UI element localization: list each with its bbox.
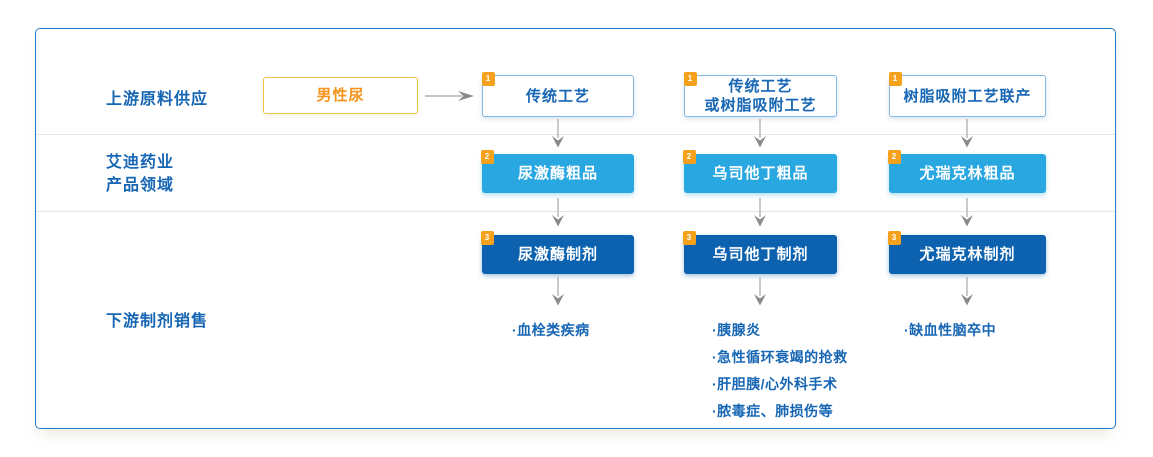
crude-label: 尤瑞克林粗品 — [919, 165, 1016, 182]
indication-item: ·肝胆胰/心外科手术 — [712, 376, 838, 392]
formulation-label: 尿激酶制剂 — [517, 246, 598, 263]
indications-urokinase: ·血栓类疾病 — [512, 317, 590, 344]
step-badge-2: 2 — [481, 150, 494, 164]
down-arrow-icon — [961, 198, 973, 227]
step-badge-3: 3 — [683, 231, 696, 245]
down-arrow-icon — [961, 277, 973, 306]
formulation-box-ulinastatin: 3 乌司他丁制剂 — [683, 231, 837, 274]
crude-label: 尿激酶粗品 — [517, 165, 598, 182]
crude-box-kallidinogenase: 2 尤瑞克林粗品 — [888, 150, 1046, 193]
indications-ulinastatin: ·胰腺炎 ·急性循环衰竭的抢救 ·肝胆胰/心外科手术 ·脓毒症、肺损伤等 — [712, 317, 848, 425]
source-label: 男性尿 — [316, 87, 365, 104]
down-arrow-icon — [552, 277, 564, 306]
step-badge-2: 2 — [888, 150, 901, 164]
step-badge-3: 3 — [481, 231, 494, 245]
value-chain-frame: 上游原料供应 艾迪药业 产品领域 下游制剂销售 男性尿 1 传统工艺 2 尿激酶… — [35, 28, 1116, 429]
process-label: 传统工艺 — [728, 78, 793, 95]
row-label-upstream: 上游原料供应 — [106, 91, 209, 108]
down-arrow-icon — [961, 119, 973, 148]
process-box-kallidinogenase: 1 树脂吸附工艺联产 — [889, 72, 1046, 117]
formulation-label: 尤瑞克林制剂 — [919, 246, 1016, 263]
process-label-line2: 或树脂吸附工艺 — [704, 97, 817, 114]
crude-box-ulinastatin: 2 乌司他丁粗品 — [683, 150, 837, 193]
row-label-products-line2: 产品领域 — [106, 177, 175, 194]
indications-kallidinogenase: ·缺血性脑卒中 — [904, 317, 996, 344]
crude-box-urokinase: 2 尿激酶粗品 — [481, 150, 634, 193]
formulation-box-kallidinogenase: 3 尤瑞克林制剂 — [888, 231, 1046, 274]
indication-item: ·急性循环衰竭的抢救 — [712, 349, 848, 365]
row-divider-2 — [36, 211, 1115, 212]
row-label-products-line1: 艾迪药业 — [106, 154, 175, 171]
step-badge-3: 3 — [888, 231, 901, 245]
step-badge-1: 1 — [684, 72, 697, 86]
process-label: 树脂吸附工艺联产 — [903, 87, 1032, 105]
indication-item: ·血栓类疾病 — [512, 322, 590, 338]
indication-item: ·胰腺炎 — [712, 322, 761, 338]
down-arrow-icon — [754, 277, 766, 306]
indication-item: ·脓毒症、肺损伤等 — [712, 403, 834, 419]
step-badge-2: 2 — [683, 150, 696, 164]
process-label: 传统工艺 — [525, 87, 590, 105]
formulation-label: 乌司他丁制剂 — [712, 246, 809, 263]
down-arrow-icon — [552, 198, 564, 227]
crude-label: 乌司他丁粗品 — [712, 165, 809, 182]
process-box-urokinase: 1 传统工艺 — [482, 72, 634, 117]
indication-item: ·缺血性脑卒中 — [904, 322, 997, 338]
process-box-ulinastatin: 1 传统工艺 或树脂吸附工艺 — [684, 72, 837, 117]
formulation-box-urokinase: 3 尿激酶制剂 — [481, 231, 634, 274]
row-divider-1 — [36, 134, 1115, 135]
down-arrow-icon — [552, 119, 564, 148]
source-box-male-urine: 男性尿 — [263, 77, 418, 114]
step-badge-1: 1 — [889, 72, 902, 86]
row-label-downstream: 下游制剂销售 — [106, 313, 209, 330]
row-label-products: 艾迪药业 产品领域 — [106, 151, 174, 197]
down-arrow-icon — [754, 198, 766, 227]
step-badge-1: 1 — [482, 72, 495, 86]
down-arrow-icon — [754, 119, 766, 148]
right-arrow-icon — [425, 91, 474, 101]
